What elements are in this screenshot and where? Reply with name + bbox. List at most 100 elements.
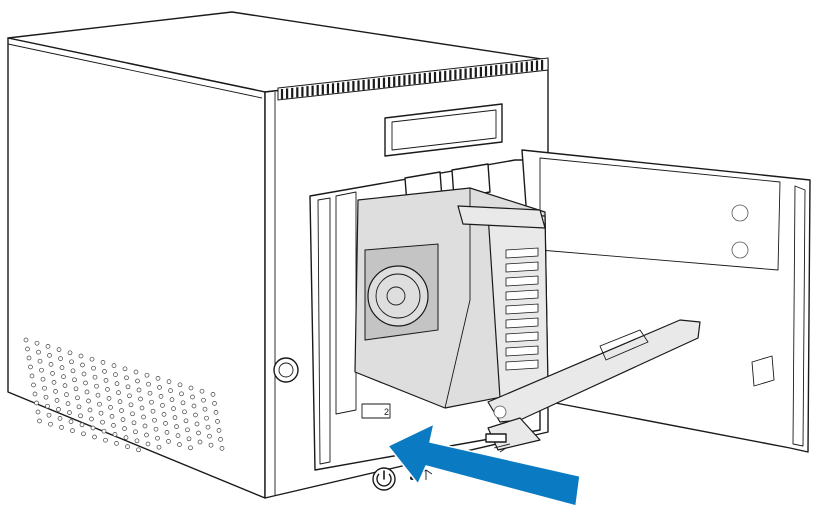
bay-number-label: 2 [384,407,389,417]
vent-hole [86,398,91,404]
vent-hole [117,399,123,404]
vent-hole [180,400,186,406]
vent-hole [218,437,223,442]
vent-hole [111,423,116,428]
vent-hole [149,399,154,405]
vent-hole [53,389,58,394]
vent-hole [130,411,135,417]
vent-hole [179,391,184,397]
vent-hole [156,444,162,450]
vent-hole [208,442,214,448]
vent-hole [92,434,97,440]
front-ports [372,433,511,491]
vent-hole [145,441,151,447]
vent-hole [89,416,94,422]
vent-hole [79,422,85,428]
power-icon [372,467,396,491]
vent-hole [194,421,200,427]
vent-hole [207,433,212,439]
vent-hole [139,405,145,411]
vent-hole [54,398,60,403]
vent-hole [202,406,208,412]
vent-hole [105,387,110,392]
vent-hole [34,400,39,406]
vent-hole [205,424,211,430]
rail-slot [505,317,539,329]
vent-hole [64,392,69,397]
vent-hole [83,380,88,386]
vent-hole [103,378,109,383]
vent-hole [219,446,225,451]
vent-hole [108,405,113,410]
vent-hole [61,374,66,379]
vent-hole [114,441,119,446]
vent-hole [39,367,44,373]
rail-slot [505,247,539,259]
vent-hole [163,421,168,426]
side-lock-button [273,357,299,383]
vent-hole [76,404,82,410]
rail-slot [505,275,539,287]
vent-hole [201,397,206,403]
vent-hole [34,340,40,346]
enclosure-side-face [7,37,266,499]
vent-hole [87,407,93,413]
vent-hole [72,377,77,383]
vent-hole [133,429,138,435]
vent-hole [212,401,217,406]
vent-hole [190,394,195,400]
vent-hole [113,372,118,377]
vent-hole [161,412,167,417]
rail-slot [505,289,539,301]
vent-hole [36,349,41,355]
vent-hole [58,356,63,361]
vent-hole [80,362,85,368]
vent-hole [172,415,178,420]
vent-hole [45,403,50,409]
vent-hole [136,387,142,393]
rail-slot [505,331,539,343]
vent-hole [102,369,107,374]
vent-hole [59,425,64,430]
vent-hole [169,397,175,402]
side-vent-holes [23,337,225,453]
vent-hole [133,369,139,375]
vent-hole [197,439,203,445]
vent-hole [67,410,72,415]
vent-hole [48,421,53,427]
vent-hole [191,403,197,409]
vent-hole [125,384,131,390]
vent-hole [37,418,42,424]
vent-hole [45,344,51,349]
vent-hole [171,406,176,411]
vent-hole [32,391,38,397]
vent-hole [142,423,148,429]
vent-hole [120,417,126,422]
vent-hole [25,346,30,352]
vent-hole [65,401,71,406]
vent-hole [210,392,216,397]
vent-hole [67,350,73,356]
vent-hole [62,383,68,388]
vent-hole [160,403,165,408]
vent-hole [127,393,132,399]
vent-hole [23,337,29,343]
vent-hole [78,413,83,419]
door-screw-hole [731,204,749,222]
vent-hole [213,410,219,415]
vent-hole [75,395,80,401]
vent-hole [131,420,137,426]
vent-hole [106,396,112,401]
rail-slot [505,303,539,315]
vent-hole [155,376,161,381]
vent-hole [46,412,52,418]
vent-hole [114,381,120,386]
vent-hole [70,368,76,374]
vent-hole [135,378,140,384]
vent-hole [204,415,209,421]
vent-hole [37,358,43,364]
vent-hole [141,414,146,420]
lcd-window [384,103,503,157]
vent-hole [50,371,55,376]
vent-hole [138,396,143,402]
